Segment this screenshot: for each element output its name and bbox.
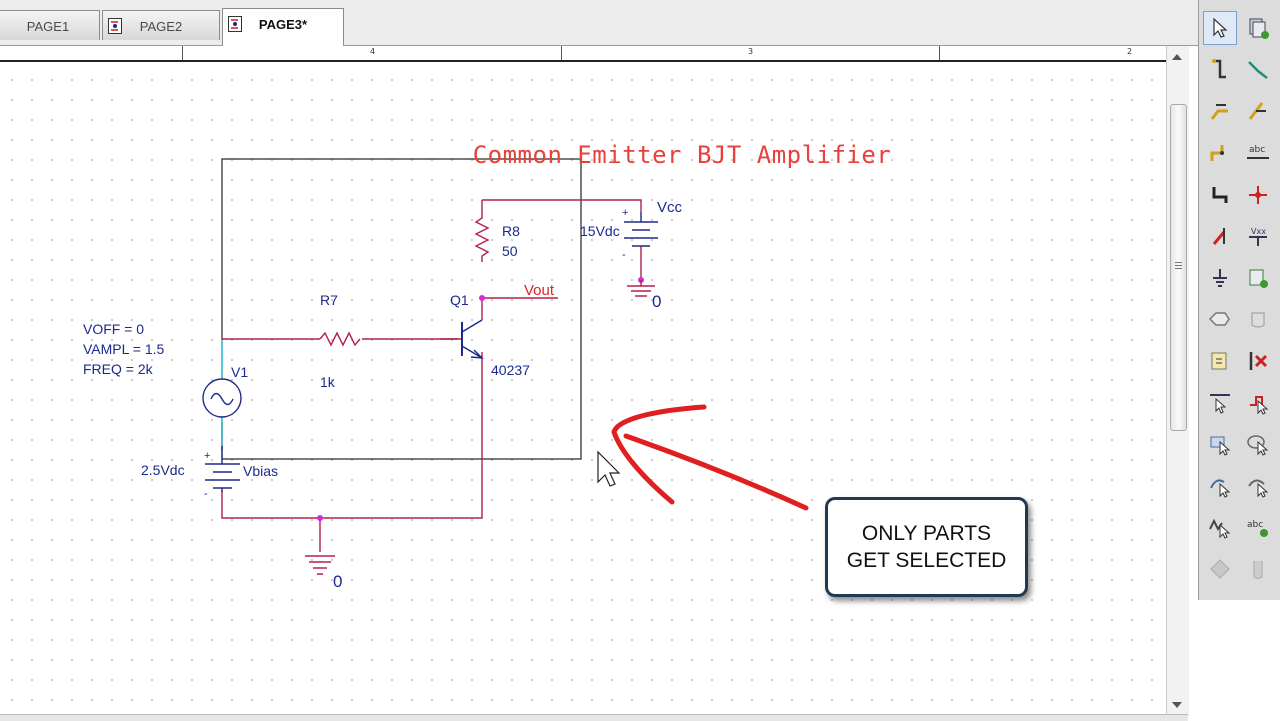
svg-text:abc: abc (1249, 145, 1265, 155)
schematic-page-icon (108, 18, 122, 34)
tab-page3-label: PAGE3* (258, 17, 308, 32)
ellipse-icon[interactable] (1241, 427, 1275, 461)
schematic-title: Common Emitter BJT Amplifier (473, 141, 892, 169)
ruler-label: 2 (1127, 47, 1133, 56)
vbias-value: 2.5Vdc (141, 462, 185, 478)
text-icon[interactable]: abc (1241, 510, 1275, 544)
marker-icon[interactable] (1203, 552, 1237, 586)
scroll-up-icon[interactable] (1172, 54, 1182, 60)
wire-icon[interactable] (1203, 52, 1237, 86)
probe-icon[interactable] (1241, 552, 1275, 586)
arc-icon[interactable] (1203, 469, 1237, 503)
r8-name: R8 (502, 223, 520, 239)
vcc-minus-sign: - (622, 249, 626, 261)
page-tab-bar: PAGE1 PAGE2 PAGE3* (0, 0, 1198, 46)
polyline-icon[interactable] (1241, 386, 1275, 420)
tab-page2[interactable]: PAGE2 (102, 10, 220, 40)
net-alias-icon[interactable]: abc (1241, 136, 1275, 170)
v1-vampl: VAMPL = 1.5 (83, 341, 165, 357)
horizontal-ruler: 4 3 2 (0, 46, 1166, 62)
callout-line-1: ONLY PARTS (861, 522, 992, 545)
vbias-name: Vbias (243, 463, 278, 479)
vertical-scrollbar[interactable] (1166, 46, 1189, 716)
r8-value: 50 (502, 243, 518, 259)
callout-line-2: GET SELECTED (846, 549, 1007, 572)
bus-entry-icon[interactable] (1241, 94, 1275, 128)
schematic-page-icon (228, 16, 242, 32)
ground-label: 0 (333, 572, 342, 591)
v1-name: V1 (231, 364, 248, 380)
junction-icon[interactable] (1203, 178, 1237, 212)
scrollbar-thumb[interactable] (1170, 104, 1187, 431)
vout-net-label: Vout (524, 282, 555, 299)
q1-name: Q1 (450, 292, 469, 308)
draw-palette: abc Vxx (1198, 0, 1280, 600)
place-part-icon[interactable] (1241, 11, 1275, 45)
v1-freq: FREQ = 2k (83, 361, 154, 377)
select-tool-icon[interactable] (1203, 11, 1237, 45)
source-vcc[interactable]: + - Vcc 15Vdc (580, 199, 683, 261)
elliptical-arc-icon[interactable] (1241, 469, 1275, 503)
bus-icon[interactable] (1203, 94, 1237, 128)
no-connect-icon[interactable] (1241, 178, 1275, 212)
svg-text:Vxx: Vxx (1251, 227, 1266, 236)
resistor-r8[interactable]: R8 50 (474, 200, 520, 262)
annotation-arrow (611, 404, 809, 511)
wires[interactable] (221, 199, 642, 552)
scroll-down-icon[interactable] (1172, 702, 1182, 708)
tab-page2-label: PAGE2 (139, 19, 183, 34)
mouse-cursor-icon (597, 450, 621, 487)
bus-wire-icon[interactable] (1203, 136, 1237, 170)
tab-page3[interactable]: PAGE3* (222, 8, 344, 46)
ruler-label: 4 (370, 47, 376, 56)
junctions (317, 277, 644, 521)
r7-value: 1k (320, 374, 336, 390)
source-v1[interactable]: V1 VOFF = 0 VAMPL = 1.5 FREQ = 2k (83, 321, 248, 418)
r7-name: R7 (320, 292, 338, 308)
source-vbias[interactable]: + - Vbias 2.5Vdc (141, 446, 278, 500)
selection-box (221, 158, 582, 460)
tab-page1-label: PAGE1 (26, 19, 70, 34)
ground-label: 0 (652, 292, 661, 311)
hierarchical-block-icon[interactable] (1241, 261, 1275, 295)
vcc-name: Vcc (657, 199, 683, 216)
rectangle-icon[interactable] (1203, 427, 1237, 461)
annotation-callout: ONLY PARTS GET SELECTED (825, 497, 1028, 597)
ground-symbol[interactable]: 0 (305, 555, 342, 591)
ruler-label: 3 (748, 47, 754, 56)
vcc-value: 15Vdc (580, 223, 620, 239)
transistor-q1[interactable]: Q1 40237 (440, 292, 530, 378)
vbias-minus-sign: - (204, 488, 208, 500)
vcc-plus-sign: + (622, 207, 628, 219)
resistor-r7[interactable]: R7 1k (319, 292, 361, 390)
off-page-connector-icon[interactable] (1203, 302, 1237, 336)
line-icon[interactable] (1203, 386, 1237, 420)
hierarchical-port-icon[interactable]: Vxx (1241, 219, 1275, 253)
hierarchical-pin-icon[interactable] (1241, 302, 1275, 336)
power-icon[interactable] (1203, 219, 1237, 253)
place-note-icon[interactable] (1203, 344, 1237, 378)
q1-model: 40237 (491, 362, 530, 378)
tab-page1[interactable]: PAGE1 (0, 10, 100, 40)
svg-text:abc: abc (1247, 520, 1263, 530)
schematic-canvas[interactable] (0, 62, 1166, 714)
ground-symbol[interactable]: 0 (627, 280, 661, 311)
vbias-plus-sign: + (204, 450, 210, 462)
net-icon[interactable] (1241, 52, 1275, 86)
ground-icon[interactable] (1203, 261, 1237, 295)
horizontal-scrollbar[interactable] (0, 714, 1188, 721)
schematic-drawing: Common Emitter BJT Amplifier R8 50 R7 1k (83, 141, 892, 591)
bezier-icon[interactable] (1203, 510, 1237, 544)
no-erc-icon[interactable] (1241, 344, 1275, 378)
v1-voff: VOFF = 0 (83, 321, 144, 337)
